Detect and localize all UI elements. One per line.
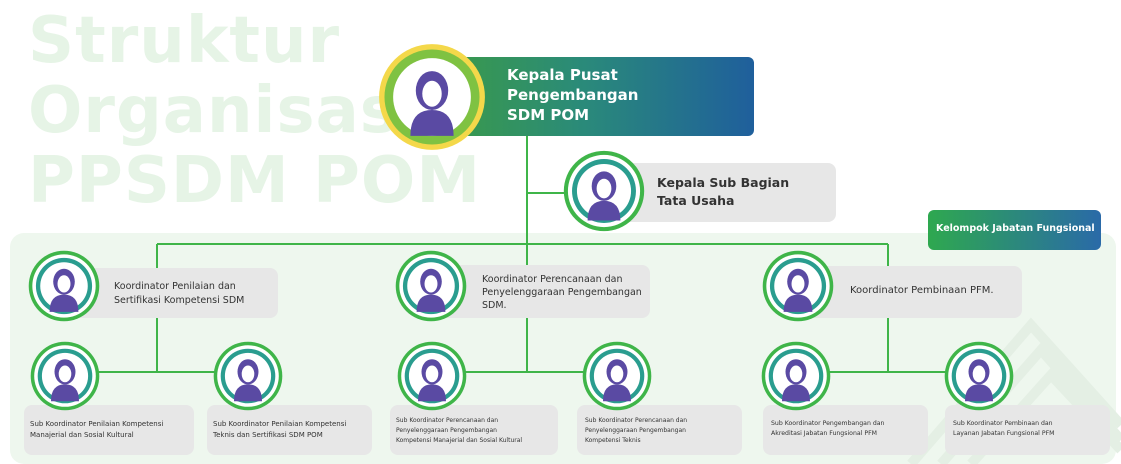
head-box: Kepala Pusat Pengembangan SDM POM (445, 57, 754, 136)
sub-coordinator-box: Sub Koordinator Penilaian Kompetensi Tek… (207, 405, 372, 455)
sub-coordinator-line: Kompetensi Teknis (585, 437, 641, 444)
kjf-badge: Kelompok Jabatan Fungsional (928, 210, 1101, 250)
title-line: Organisasi (28, 74, 422, 148)
head-line: Pengembangan (507, 86, 639, 104)
coordinator-line: Koordinator Penilaian dan (114, 281, 236, 292)
coordinator-line: Sertifikasi Kompetensi SDM (114, 295, 245, 306)
sub-coordinator-line: Layanan Jabatan Fungsional PFM (953, 430, 1055, 437)
sub-coordinator-avatar-icon (30, 341, 100, 411)
kjf-label: Kelompok Jabatan Fungsional (936, 223, 1095, 234)
head-line: SDM POM (507, 106, 590, 124)
sub-coordinator-box: Sub Koordinator Pengembangan dan Akredit… (763, 405, 928, 455)
coordinator-box: Koordinator Penilaian dan Sertifikasi Ko… (70, 268, 278, 318)
sub-coordinator-line: Sub Koordinator Penilaian Kompetensi (213, 420, 347, 428)
sub-coordinator-line: Sub Koordinator Pembinaan dan (953, 420, 1053, 427)
coordinator-box: Koordinator Perencanaan dan Penyelenggar… (440, 265, 650, 318)
sub-coordinator-avatar-icon (582, 341, 652, 411)
sub-coordinator-box: Sub Koordinator Perencanaan dan Penyelen… (390, 405, 558, 455)
title-line: Struktur (28, 4, 341, 78)
title-line: PPSDM POM (28, 144, 481, 218)
coordinator-avatar-icon (762, 250, 834, 322)
sub-coordinator-box: Sub Koordinator Pembinaan dan Layanan Ja… (945, 405, 1110, 455)
subbag-avatar-icon (563, 150, 645, 232)
coordinator-avatar-icon (28, 250, 100, 322)
page-title: Struktur Organisasi PPSDM POM (28, 6, 481, 216)
sub-coordinator-avatar-icon (761, 341, 831, 411)
head-avatar-icon (378, 43, 486, 151)
sub-coordinator-line: Penyelenggaraan Pengembangan (396, 427, 497, 434)
coordinator-line: Koordinator Perencanaan dan (482, 274, 623, 285)
sub-coordinator-line: Manajerial dan Sosial Kultural (30, 431, 134, 439)
sub-coordinator-box: Sub Koordinator Perencanaan dan Penyelen… (577, 405, 742, 455)
coordinator-line: Penyelenggaraan Pengembangan (482, 287, 642, 298)
coordinator-line: Koordinator Pembinaan PFM. (850, 285, 994, 296)
sub-coordinator-line: Sub Koordinator Penilaian Kompetensi (30, 420, 164, 428)
coordinator-line: SDM. (482, 300, 507, 311)
subbag-line: Kepala Sub Bagian (657, 175, 790, 190)
subbag-line: Tata Usaha (657, 193, 735, 208)
coordinator-box: Koordinator Pembinaan PFM. (800, 266, 1022, 318)
sub-coordinator-line: Sub Koordinator Pengembangan dan (771, 420, 885, 427)
sub-coordinator-line: Kompetensi Manajerial dan Sosial Kultura… (396, 437, 523, 444)
sub-coordinator-avatar-icon (944, 341, 1014, 411)
sub-coordinator-line: Akreditasi Jabatan Fungsional PFM (771, 430, 877, 437)
head-line: Kepala Pusat (507, 66, 618, 84)
sub-coordinator-avatar-icon (213, 341, 283, 411)
coordinator-avatar-icon (395, 250, 467, 322)
sub-coordinator-line: Teknis dan Sertifikasi SDM POM (213, 431, 323, 439)
sub-coordinator-line: Sub Koordinator Perencanaan dan (585, 417, 688, 424)
sub-coordinator-line: Sub Koordinator Perencanaan dan (396, 417, 499, 424)
sub-coordinator-box: Sub Koordinator Penilaian Kompetensi Man… (24, 405, 194, 455)
sub-coordinator-avatar-icon (397, 341, 467, 411)
subbag-box: Kepala Sub Bagian Tata Usaha (612, 163, 836, 222)
sub-coordinator-line: Penyelenggaraan Pengembangan (585, 427, 686, 434)
